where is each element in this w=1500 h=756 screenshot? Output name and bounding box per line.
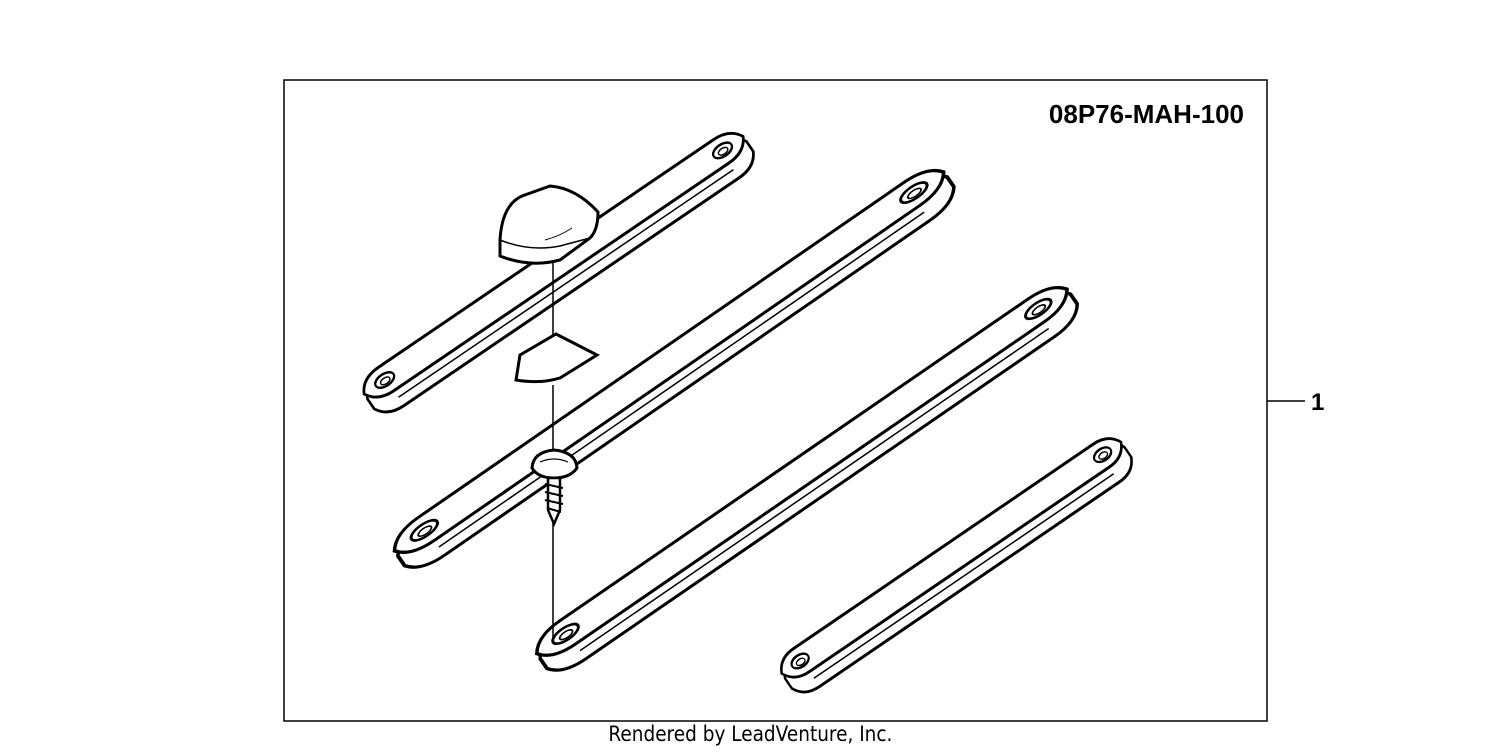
screw-part: [530, 448, 579, 528]
strip-part: [527, 275, 1087, 682]
cap-part: [498, 184, 600, 265]
callout-label: 1: [1311, 389, 1324, 416]
pad-part: [514, 332, 601, 384]
rendered-by-credit: Rendered by LeadVenture, Inc.: [0, 722, 1500, 746]
credit-text: Rendered by LeadVenture, Inc.: [607, 722, 893, 746]
diagram-frame: [283, 79, 1268, 722]
part-number: 08P76-MAH-100: [1049, 99, 1244, 129]
